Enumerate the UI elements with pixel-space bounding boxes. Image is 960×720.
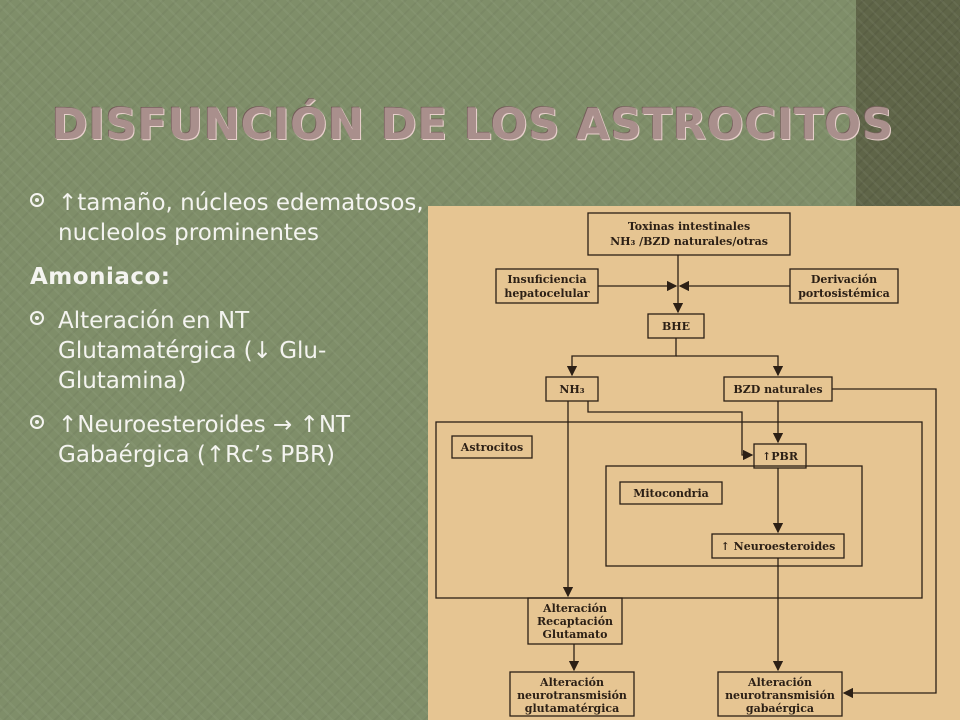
- glutamatergica-text-2: neurotransmisión: [517, 689, 627, 702]
- gabaergica-text-2: neurotransmisión: [725, 689, 835, 702]
- bullet-icon: [30, 311, 44, 325]
- arrow: [587, 401, 754, 461]
- mitocondria-region: [605, 465, 863, 567]
- bullet-text: ↑Neuroesteroides → ↑NT Gabaérgica (↑Rc’s…: [58, 412, 351, 468]
- bzd-text: BZD naturales: [733, 383, 822, 396]
- astrocitos-region: [435, 421, 923, 599]
- section-label: Amoniaco:: [30, 264, 171, 290]
- toxinas-text-1: Toxinas intestinales: [628, 220, 750, 233]
- pbr-box: [753, 443, 807, 469]
- bullet-icon: [30, 193, 44, 207]
- flow-diagram: Toxinas intestinales NH₃ /BZD naturales/…: [428, 206, 960, 720]
- insuficiencia-text-1: Insuficiencia: [507, 273, 586, 286]
- derivacion-text-2: portosistémica: [798, 287, 890, 300]
- neuroesteroides-text: ↑ Neuroesteroides: [721, 540, 836, 553]
- nh3-text: NH₃: [559, 383, 584, 396]
- astrocitos-text: Astrocitos: [460, 441, 523, 454]
- gabaergica-text-1: Alteración: [747, 676, 812, 689]
- recaptacion-text-3: Glutamato: [543, 628, 608, 641]
- derivacion-text-1: Derivación: [811, 273, 877, 286]
- astrocitos-label-box: [451, 435, 533, 459]
- bullet-icon: [30, 415, 44, 429]
- gabaergica-text-3: gabaérgica: [746, 702, 814, 715]
- bullet-item: Alteración en NT Glutamatérgica (↓ Glu-G…: [30, 306, 425, 396]
- glutamatergica-text-1: Alteración: [539, 676, 604, 689]
- bhe-text: BHE: [662, 320, 690, 333]
- recaptacion-text-2: Recaptación: [537, 615, 613, 628]
- recaptacion-text-1: Alteración: [542, 602, 607, 615]
- mitocondria-label-box: [619, 481, 723, 505]
- toxinas-text-2: NH₃ /BZD naturales/otras: [610, 235, 768, 248]
- glutamatergica-box: [509, 671, 635, 717]
- gabaergica-box: [717, 671, 843, 717]
- bullet-item: ↑tamaño, núcleos edematosos, nucleolos p…: [30, 188, 425, 248]
- nh3-box: [545, 376, 599, 402]
- bullet-item: ↑Neuroesteroides → ↑NT Gabaérgica (↑Rc’s…: [30, 410, 425, 470]
- insuficiencia-text-2: hepatocelular: [504, 287, 589, 300]
- arrow: [566, 338, 677, 377]
- bullet-list: ↑tamaño, núcleos edematosos, nucleolos p…: [30, 188, 425, 484]
- toxinas-box: [587, 212, 791, 256]
- slide-title: Disfunción de los astrocitos: [52, 100, 895, 150]
- flow-diagram-svg: Toxinas intestinales NH₃ /BZD naturales/…: [435, 212, 937, 717]
- bullet-text: ↑tamaño, núcleos edematosos, nucleolos p…: [58, 190, 424, 246]
- arrow: [676, 355, 784, 377]
- pbr-text: ↑PBR: [762, 450, 799, 463]
- bullet-text: Alteración en NT Glutamatérgica (↓ Glu-G…: [58, 308, 327, 394]
- arrow: [832, 388, 937, 699]
- glutamatergica-text-3: glutamatérgica: [525, 702, 619, 715]
- recaptacion-box: [527, 597, 623, 645]
- mitocondria-text: Mitocondria: [633, 487, 709, 500]
